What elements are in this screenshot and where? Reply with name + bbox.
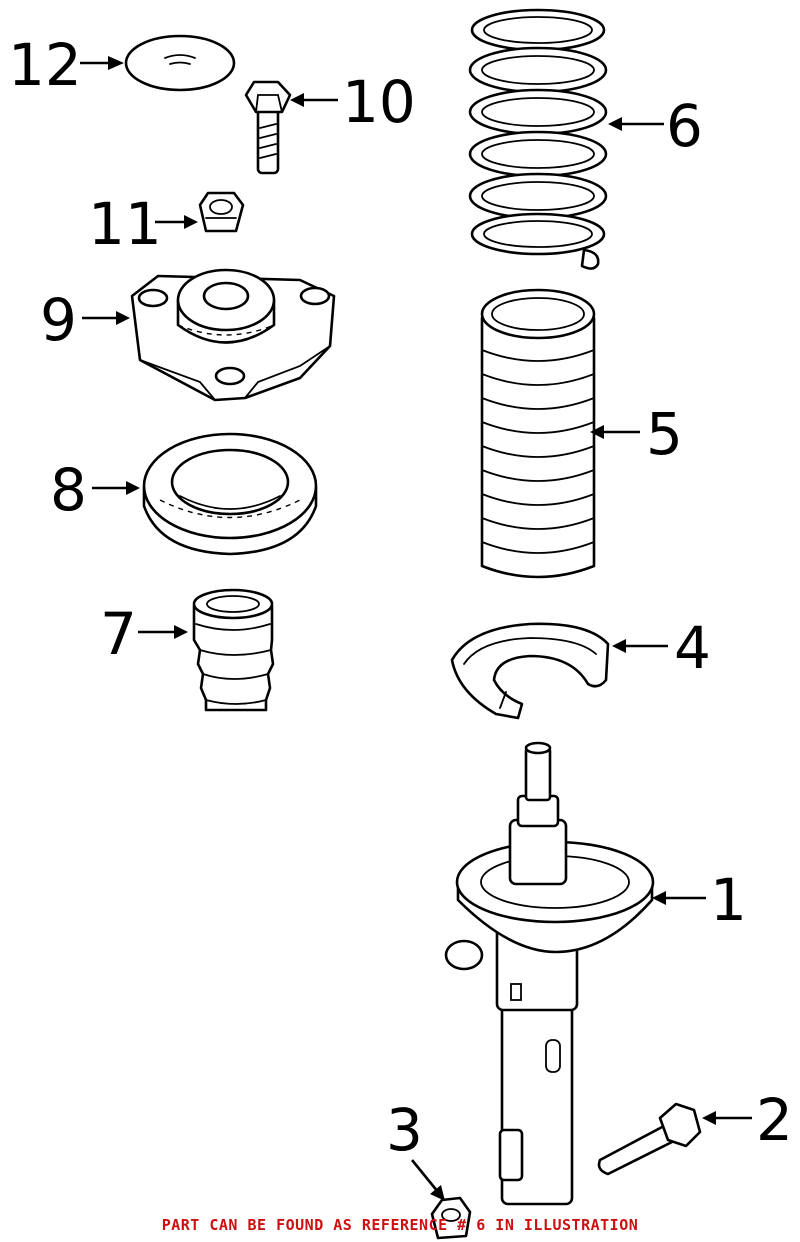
part-1-strut-assembly — [444, 741, 655, 1206]
callout-10: 10 — [342, 68, 416, 136]
callout-3: 3 — [386, 1096, 423, 1164]
reference-note: PART CAN BE FOUND AS REFERENCE # 6 IN IL… — [161, 1216, 639, 1234]
callout-labels: 12 10 11 9 8 7 6 5 4 1 2 3 — [8, 31, 793, 1164]
callout-9: 9 — [40, 286, 77, 354]
part-5-dust-boot — [480, 288, 596, 579]
part-6-coil-spring — [468, 8, 608, 270]
callout-6: 6 — [666, 92, 703, 160]
callout-5: 5 — [646, 400, 683, 468]
part-7-bump-stop — [192, 588, 275, 712]
part-4-spring-seat — [450, 622, 610, 720]
callout-11: 11 — [88, 190, 162, 258]
callout-7: 7 — [100, 600, 137, 668]
callout-4: 4 — [674, 614, 711, 682]
part-3-nut — [430, 1196, 472, 1240]
part-10-bolt — [244, 80, 292, 175]
callout-2: 2 — [756, 1086, 793, 1154]
part-8-bearing — [142, 432, 318, 556]
callout-1: 1 — [710, 866, 747, 934]
part-12-dust-cap — [124, 34, 236, 92]
part-11-nut — [198, 191, 245, 233]
leader-arrows — [80, 56, 752, 1201]
part-9-strut-mount — [130, 268, 336, 402]
part-2-bolt — [597, 1102, 702, 1176]
callout-12: 12 — [8, 31, 82, 99]
callout-8: 8 — [50, 456, 87, 524]
